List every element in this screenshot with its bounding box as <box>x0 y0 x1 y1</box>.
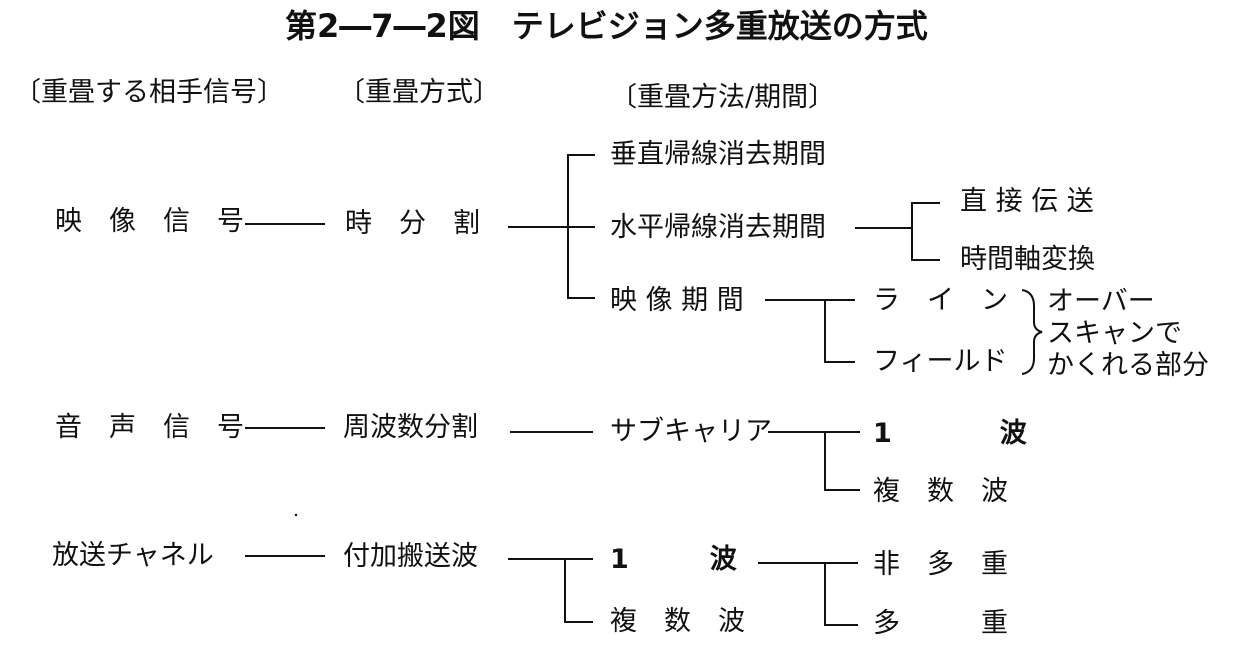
signal-audio: 音 声 信 号 <box>55 412 244 443</box>
page-title: 第2―7―2図 テレビジョン多重放送の方式 <box>285 7 928 45</box>
detail-line: ラ イ ン <box>873 285 1008 316</box>
period-hblank: 水平帰線消去期間 <box>610 212 826 243</box>
signal-video: 映 像 信 号 <box>55 206 244 237</box>
stray-dot <box>294 513 298 517</box>
period-video: 映 像 期 間 <box>610 285 744 316</box>
detail-time-axis-conversion: 時間軸変換 <box>960 244 1095 275</box>
method-carrier: 付加搬送波 <box>343 541 478 572</box>
period-multi-wave: 複 数 波 <box>610 606 745 637</box>
bracket-onewave-details <box>824 563 858 626</box>
detail-direct-transmission: 直 接 伝 送 <box>960 186 1094 217</box>
detail-overscan-1: オーバー <box>1047 286 1155 317</box>
signal-channel: 放送チャネル <box>52 540 214 571</box>
period-vblank: 垂直帰線消去期間 <box>610 139 826 170</box>
detail-multiplex: 多 重 <box>873 608 1008 639</box>
detail-audio-one-wave: 1 波 <box>873 418 1027 449</box>
detail-field: フィールド <box>873 346 1008 377</box>
detail-non-multiplex: 非 多 重 <box>873 549 1008 580</box>
period-subcarrier: サブキャリア <box>610 416 772 447</box>
header-method: 〔重畳方式〕 <box>338 77 500 108</box>
detail-overscan-2: スキャンで <box>1047 318 1182 349</box>
bracket-subcarrier-details <box>824 432 860 491</box>
detail-audio-multi-wave: 複 数 波 <box>873 476 1008 507</box>
detail-overscan-3: かくれる部分 <box>1047 350 1209 381</box>
brace-overscan <box>1021 289 1043 375</box>
bracket-tdm-periods <box>567 154 595 299</box>
header-period: 〔重畳方法/期間〕 <box>610 82 836 113</box>
bracket-hblank-details <box>911 202 940 261</box>
bracket-videoperiod-details <box>824 300 855 363</box>
bracket-carrier-waves <box>564 559 593 623</box>
method-tdm: 時 分 割 <box>345 208 480 239</box>
period-one-wave: 1 波 <box>610 544 737 575</box>
header-target-signal: 〔重畳する相手信号〕 <box>14 77 284 108</box>
method-fdm: 周波数分割 <box>343 412 478 443</box>
